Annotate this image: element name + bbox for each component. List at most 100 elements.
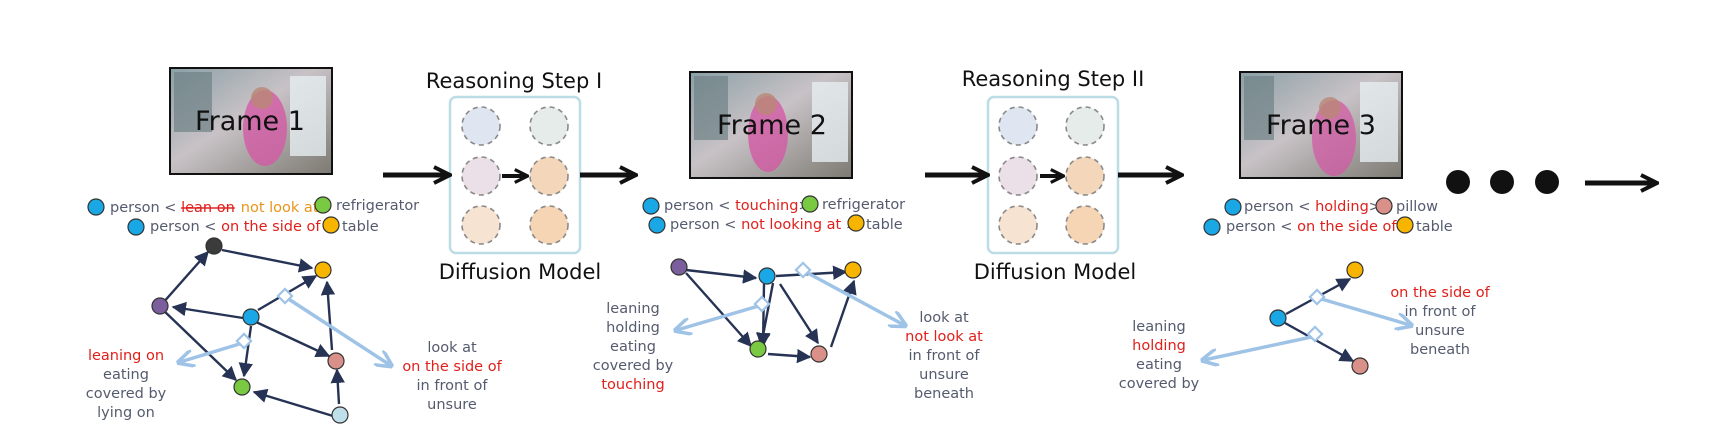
node-purple [151,297,169,315]
latent-grid [461,106,569,245]
node-person [758,267,776,285]
relation-label: on the side of [1390,285,1490,301]
node-lightblue [331,406,349,424]
triplet-object: table [866,217,903,233]
person-figure [1312,100,1356,176]
relation-label: eating [610,339,656,355]
svg-text:person < holding>: person < holding> [1244,199,1381,215]
triplet-object: refrigerator [822,197,905,213]
frame-3-left-relations: leaning holding eating covered by [1119,319,1200,392]
relation-label: eating [1136,357,1182,373]
triplet-relation: on the side of [221,219,321,235]
node-pillow [1351,357,1369,375]
scene-graph-2 [670,258,904,364]
relation-label: covered by [1119,376,1200,392]
relation-label: unsure [919,367,969,383]
node-person [1269,309,1287,327]
triplet-subject: person [150,219,200,235]
frame-2-right-relations: look at not look at in front of unsure b… [905,310,983,402]
triplet-relation-struck: lean on [181,200,235,216]
table-dot [1396,216,1414,234]
frame-2-thumbnail: Frame 2 [689,71,853,179]
relation-label: lying on [97,405,155,421]
relation-label: holding [1132,338,1186,354]
latent-grid [998,106,1105,245]
triplet-subject: person [1244,199,1294,215]
relation-label: touching [601,377,664,393]
reasoning-step-1: Reasoning Step I Diffusion Model [426,69,602,284]
person-figure [243,90,287,166]
relation-label: in front of [909,348,981,364]
node-person [242,308,260,326]
node-refrigerator [749,340,767,358]
node-table [314,261,332,279]
person-dot [648,216,666,234]
frame-1-right-relations: look at on the side of in front of unsur… [402,340,502,413]
diffusion-model-label: Diffusion Model [974,260,1136,284]
triplet-subject: person [670,217,720,233]
relation-label: on the side of [402,359,502,375]
refrigerator-dot [801,195,819,213]
frame-3-triplets: person < holding> pillow person < on the… [1203,197,1453,236]
node-table [1346,261,1364,279]
person-dot [127,218,145,236]
triplet-relation: touching [735,198,798,214]
relation-label: unsure [1415,323,1465,339]
triplet-relation: holding [1315,199,1369,215]
triplet-object: table [342,219,379,235]
relation-label: unsure [427,397,477,413]
node-table [844,261,862,279]
person-figure [748,96,788,172]
relation-label: holding [606,320,660,336]
relation-label: not look at [905,329,983,345]
reasoning-step-2-title: Reasoning Step II [962,67,1145,91]
frame-2-label: Frame 2 [717,110,827,141]
relation-label: eating [103,367,149,383]
person-dot [642,197,660,215]
relation-label: in front of [417,378,489,394]
svg-text:person < touching>: person < touching> [664,198,811,214]
node-refrigerator [233,378,251,396]
frame-1-left-relations: leaning on eating covered by lying on [86,348,167,421]
triplet-relation: not looking at [741,217,841,233]
relation-label: beneath [914,386,974,402]
scene-graph-3 [1204,261,1410,375]
triplet-object: pillow [1396,199,1438,215]
flow-arrows [383,175,1655,183]
pillow-dot [1375,197,1393,215]
scene-graph-1 [151,237,390,424]
triplet-subject: person [1226,219,1276,235]
svg-text:person < on the side of >: person < on the side of > [1226,219,1413,235]
reasoning-step-2: Reasoning Step II Diffusion Model [962,67,1145,284]
relation-label: leaning [1132,319,1185,335]
node-pink [327,352,345,370]
frame-2-triplets: person < touching> refrigerator person <… [642,195,905,234]
diffusion-model-label: Diffusion Model [439,260,601,284]
svg-text:person < on the side of >: person < on the side of > [150,219,337,235]
frame-3-label: Frame 3 [1266,110,1376,141]
relation-label: leaning on [88,348,164,364]
relation-label: covered by [86,386,167,402]
person-dot [1224,198,1242,216]
relation-label: in front of [1405,304,1477,320]
person-dot [1203,218,1221,236]
frame-1-label: Frame 1 [195,106,305,137]
person-dot [87,198,105,216]
ellipsis-dots [1446,170,1559,194]
reasoning-step-1-title: Reasoning Step I [426,69,602,93]
triplet-relation: on the side of [1297,219,1397,235]
node-pink [810,345,828,363]
frame-3-thumbnail: Frame 3 [1239,71,1403,179]
relation-label: beneath [1410,342,1470,358]
frame-1-thumbnail: Frame 1 [169,67,333,175]
triplet-relation: not look at [241,200,319,216]
triplet-subject: person [664,198,714,214]
svg-text:person < not looking at >: person < not looking at > [670,217,858,233]
node-dark [205,237,223,255]
relation-label: look at [427,340,477,356]
table-dot [322,216,340,234]
table-dot [847,214,865,232]
